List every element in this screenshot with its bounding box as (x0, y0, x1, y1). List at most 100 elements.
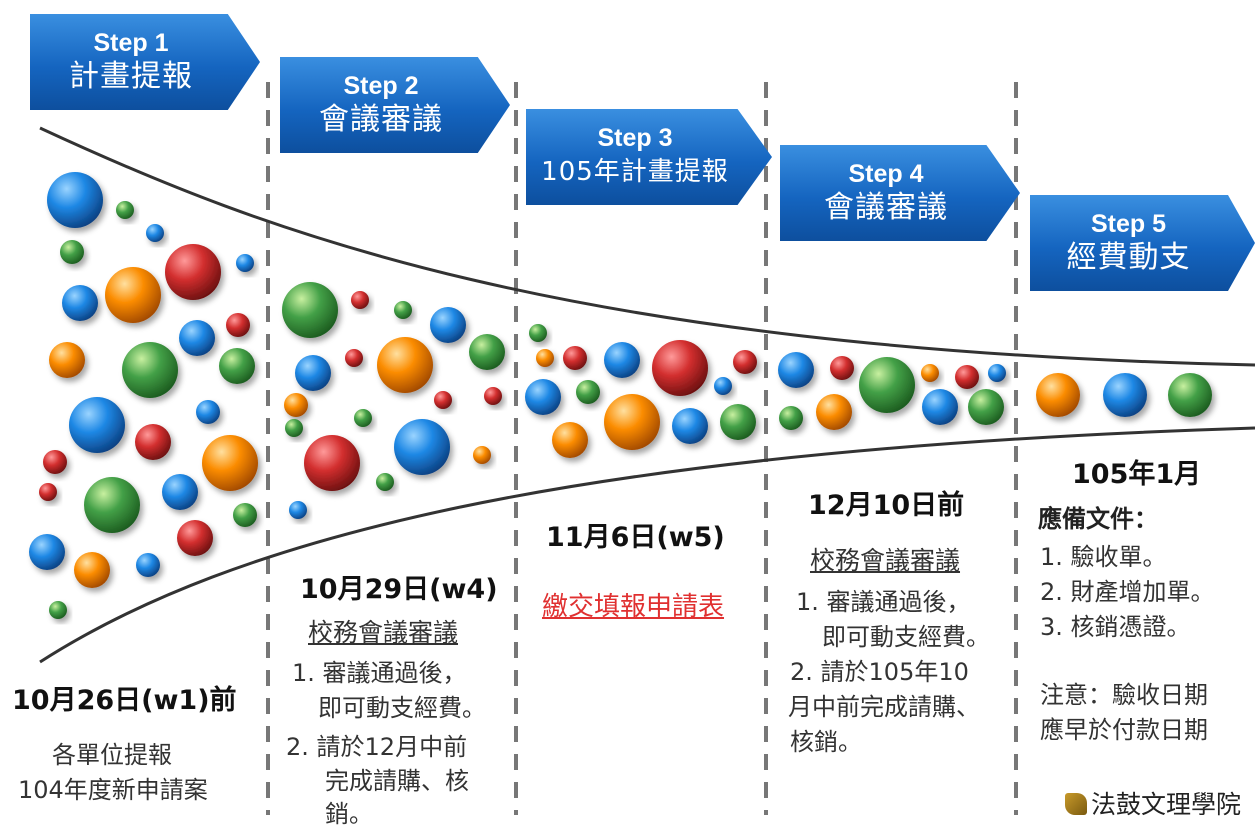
bubble-green (968, 389, 1004, 425)
bubble-orange (105, 267, 161, 323)
stage-3-red-note: 繳交填報申請表 (542, 592, 725, 622)
bubble-green (282, 282, 338, 338)
bubble-orange (552, 422, 588, 458)
bubble-red (43, 450, 67, 474)
step-number: Step 5 (1090, 210, 1167, 238)
bubble-blue (988, 364, 1006, 382)
step-number: Step 4 (848, 160, 924, 188)
bubble-green (469, 334, 505, 370)
step-number: Step 3 (597, 124, 673, 152)
bubble-red (351, 291, 369, 309)
stage-4-line: 2. 請於105年10 (790, 658, 969, 686)
stage-4-date: 12月10日前 (808, 490, 965, 521)
bubble-red (652, 340, 708, 396)
stage-4-subtitle: 校務會議審議 (810, 546, 961, 575)
step-number: Step 1 (93, 29, 169, 57)
stage-2-date: 10月29日(w4) (300, 574, 498, 605)
bubble-red (135, 424, 171, 460)
bubble-green (394, 301, 412, 319)
step-2-arrow: Step 2 會議審議 (280, 57, 510, 153)
bubble-green (1168, 373, 1212, 417)
bubble-red (830, 356, 854, 380)
bubble-red (177, 520, 213, 556)
stage-4-line: 即可動支經費。 (822, 623, 990, 651)
bubble-green (116, 201, 134, 219)
bubble-blue (672, 408, 708, 444)
bubble-green (49, 601, 67, 619)
bubble-blue (604, 342, 640, 378)
step-title: 105年計畫提報 (541, 157, 729, 187)
bubble-blue (525, 379, 561, 415)
bubble-blue (430, 307, 466, 343)
stage-5-note: 應早於付款日期 (1040, 716, 1208, 744)
bubble-green (529, 324, 547, 342)
logo-icon (1064, 793, 1087, 815)
divider-lines (266, 82, 1018, 815)
bubble-blue (922, 389, 958, 425)
bubble-orange (74, 552, 110, 588)
bubble-green (779, 406, 803, 430)
bubble-blue (236, 254, 254, 272)
bubble-green (720, 404, 756, 440)
bubble-green (219, 348, 255, 384)
stage-2-line: 即可動支經費。 (318, 694, 486, 722)
step-3-arrow: Step 3 105年計畫提報 (526, 109, 772, 205)
bubble-green (84, 477, 140, 533)
bubble-red (733, 350, 757, 374)
stage-2-line: 1. 審議通過後， (292, 659, 467, 687)
bubble-blue (714, 377, 732, 395)
bubble-green (285, 419, 303, 437)
stage-2-line: 銷。 (325, 800, 373, 828)
stage-1-line: 104年度新申請案 (18, 776, 208, 804)
bubble-green (122, 342, 178, 398)
step-4-arrow: Step 4 會議審議 (780, 145, 1020, 241)
bubble-orange (377, 337, 433, 393)
bubble-blue (289, 501, 307, 519)
stage-5-date: 105年1月 (1072, 459, 1202, 490)
stage-5-heading: 應備文件： (1038, 505, 1158, 533)
stage-5-line: 2. 財產增加單。 (1040, 578, 1215, 606)
bubble-green (576, 380, 600, 404)
bubble-blue (146, 224, 164, 242)
bubble-red (226, 313, 250, 337)
logo: 法鼓文理學院 (1064, 785, 1241, 821)
bubble-red (304, 435, 360, 491)
bubble-green (60, 240, 84, 264)
stage-5-note: 注意：驗收日期 (1040, 681, 1208, 709)
step-title: 經費動支 (1066, 240, 1191, 275)
bubble-red (484, 387, 502, 405)
stage-5-line: 1. 驗收單。 (1040, 543, 1167, 571)
bubble-orange (1036, 373, 1080, 417)
bubble-blue (196, 400, 220, 424)
stage-2-line: 完成請購、核 (325, 767, 469, 795)
step-number: Step 2 (343, 72, 419, 100)
bubble-blue (69, 397, 125, 453)
bubble-orange (604, 394, 660, 450)
bubble-orange (473, 446, 491, 464)
bubble-blue (47, 172, 103, 228)
step-title: 會議審議 (319, 102, 443, 137)
bubble-blue (162, 474, 198, 510)
stage-1-line: 各單位提報 (52, 741, 172, 769)
bubble-green (233, 503, 257, 527)
funnel-bottom-curve (39, 426, 1255, 664)
step-5-arrow: Step 5 經費動支 (1030, 195, 1255, 291)
stage-1-date: 10月26日(w1)前 (12, 685, 237, 716)
step-1-arrow: Step 1 計畫提報 (30, 14, 260, 110)
stage-4-line: 1. 審議通過後， (796, 588, 971, 616)
bubble-blue (394, 419, 450, 475)
bubble-orange (202, 435, 258, 491)
stage-2-subtitle: 校務會議審議 (308, 618, 459, 647)
bubble-blue (62, 285, 98, 321)
stage-5-line: 3. 核銷憑證。 (1040, 613, 1191, 641)
bubble-orange (921, 364, 939, 382)
stage-4-line: 月中前完成請購、 (788, 693, 980, 721)
bubble-blue (295, 355, 331, 391)
bubble-red (434, 391, 452, 409)
bubble-red (165, 244, 221, 300)
stage-4-line: 核銷。 (790, 728, 862, 756)
stage-2-line: 2. 請於12月中前 (286, 733, 468, 761)
bubble-blue (1103, 373, 1147, 417)
